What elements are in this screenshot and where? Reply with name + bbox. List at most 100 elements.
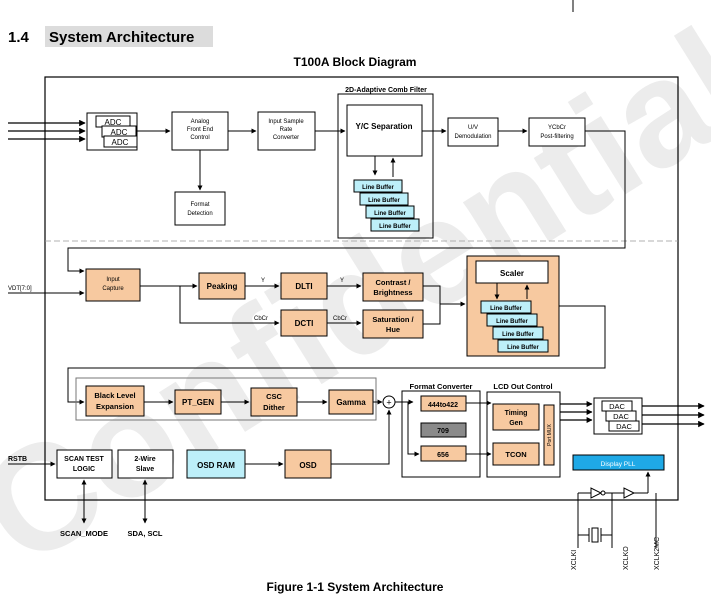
svg-text:Gamma: Gamma [336, 398, 366, 407]
diagram-title: T100A Block Diagram [294, 55, 417, 69]
svg-text:+: + [386, 398, 391, 408]
svg-text:Converter: Converter [273, 135, 299, 141]
analog-front-end-block: Analog Front End Control [171, 111, 229, 151]
format-converter-group [401, 390, 481, 478]
dac-output-block: DAC DAC DAC [593, 397, 643, 435]
section-title: System Architecture [49, 29, 194, 46]
fc-656-block: 656 [420, 445, 467, 462]
adc-label: ADC [105, 118, 122, 127]
svg-text:DLTI: DLTI [295, 282, 312, 291]
svg-text:2-Wire: 2-Wire [134, 456, 155, 463]
svg-text:Dither: Dither [263, 403, 285, 412]
post-processing-group [75, 377, 377, 421]
svg-text:Rate: Rate [280, 127, 293, 133]
svg-text:444to422: 444to422 [428, 402, 458, 409]
svg-text:Port MUX: Port MUX [547, 424, 553, 446]
svg-text:Line Buffer: Line Buffer [490, 306, 522, 312]
cbcr-signal-label: CbCr [333, 316, 347, 322]
svg-text:DCTI: DCTI [295, 319, 314, 328]
svg-text:Slave: Slave [136, 466, 154, 473]
svg-text:Analog: Analog [191, 119, 210, 125]
svg-text:Line Buffer: Line Buffer [507, 345, 539, 351]
port-mux-block: Port MUX [543, 404, 555, 466]
vdt-signal-label: VDT[7:0] [8, 286, 32, 292]
adc-box [103, 135, 138, 148]
yc-separation-block: Y/C Separation [346, 104, 423, 157]
svg-text:Brightness: Brightness [373, 288, 412, 297]
two-wire-slave-block: 2-Wire Slave [117, 449, 174, 479]
svg-text:Line Buffer: Line Buffer [496, 319, 528, 325]
saturation-hue-block: Saturation / Hue [362, 309, 424, 339]
xclki-signal-label: XCLKI [571, 550, 578, 570]
svg-text:Detection: Detection [187, 211, 212, 217]
contrast-brightness-block: Contrast / Brightness [362, 272, 424, 302]
adc-input-block: ADC ADC ADC [86, 112, 138, 151]
osd-block: OSD [284, 449, 332, 479]
peaking-block: Peaking [198, 272, 246, 300]
scaler-group: Scaler Line Buffer Line Buffer Line Buff… [466, 255, 560, 357]
pt-gen-block: PT_GEN [174, 389, 222, 415]
svg-text:656: 656 [437, 452, 449, 459]
display-pll-block: Display PLL [572, 454, 665, 471]
rstb-signal-label: RSTB [8, 456, 27, 463]
svg-text:Control: Control [190, 135, 209, 141]
lcd-out-control-title: LCD Out Control [493, 382, 552, 391]
csc-dither-block: CSC Dither [250, 387, 298, 417]
svg-text:Post-filtering: Post-filtering [540, 134, 573, 140]
section-number: 1.4 [8, 29, 30, 46]
svg-text:709: 709 [437, 428, 449, 435]
svg-text:Capture: Capture [102, 286, 124, 292]
scan-test-logic-block: SCAN TEST LOGIC [56, 449, 113, 479]
svg-text:LOGIC: LOGIC [73, 466, 95, 473]
format-converter-title: Format Converter [410, 382, 473, 391]
adc-label: ADC [112, 138, 129, 147]
dcti-block: DCTI [280, 309, 328, 337]
svg-text:Scaler: Scaler [500, 269, 524, 278]
y-signal-label: Y [340, 278, 344, 284]
gamma-block: Gamma [328, 389, 374, 415]
svg-text:Demodulation: Demodulation [454, 134, 491, 140]
svg-text:YCbCr: YCbCr [548, 125, 566, 131]
svg-text:CSC: CSC [266, 392, 282, 401]
svg-text:Input Sample: Input Sample [268, 119, 304, 125]
scan-mode-signal-label: SCAN_MODE [60, 529, 108, 538]
svg-text:Gen: Gen [509, 420, 523, 427]
svg-text:OSD: OSD [299, 461, 317, 470]
tcon-block: TCON [492, 442, 540, 466]
sda-scl-signal-label: SDA, SCL [127, 529, 162, 538]
svg-text:OSD RAM: OSD RAM [197, 461, 235, 470]
xclko-signal-label: XCLKO [623, 546, 630, 570]
svg-text:Timing: Timing [505, 410, 528, 417]
svg-text:Front End: Front End [187, 127, 213, 133]
svg-text:U/V: U/V [468, 125, 478, 131]
osd-mixer-adder: + [382, 395, 396, 409]
dac-label: DAC [613, 412, 629, 421]
svg-text:Line Buffer: Line Buffer [368, 198, 400, 204]
y-signal-label: Y [261, 278, 265, 284]
svg-text:TCON: TCON [505, 450, 526, 459]
format-detection-block: Format Detection [174, 191, 226, 226]
svg-text:Black Level: Black Level [94, 391, 135, 400]
chip-frame [44, 76, 679, 501]
clock-buffers [577, 471, 657, 548]
svg-text:Format: Format [190, 202, 209, 208]
dac-box [608, 420, 640, 432]
svg-text:Line Buffer: Line Buffer [379, 224, 411, 230]
fc-709-block: 709 [420, 422, 467, 438]
svg-text:Y/C Separation: Y/C Separation [356, 122, 413, 131]
svg-text:PT_GEN: PT_GEN [182, 398, 214, 407]
dac-label: DAC [616, 422, 632, 431]
timing-gen-block: Timing Gen [492, 403, 540, 431]
comb-filter-group [337, 93, 434, 239]
svg-text:Line Buffer: Line Buffer [502, 332, 534, 338]
svg-text:Input: Input [106, 277, 120, 283]
svg-text:Expansion: Expansion [96, 402, 134, 411]
svg-text:Display PLL: Display PLL [601, 461, 636, 468]
cbcr-signal-label: CbCr [254, 316, 268, 322]
svg-text:Peaking: Peaking [207, 282, 238, 291]
section-title-shade [45, 26, 213, 47]
svg-text:Hue: Hue [386, 325, 400, 334]
comb-filter-title: 2D-Adaptive Comb Filter [345, 87, 427, 94]
dac-label: DAC [609, 402, 625, 411]
